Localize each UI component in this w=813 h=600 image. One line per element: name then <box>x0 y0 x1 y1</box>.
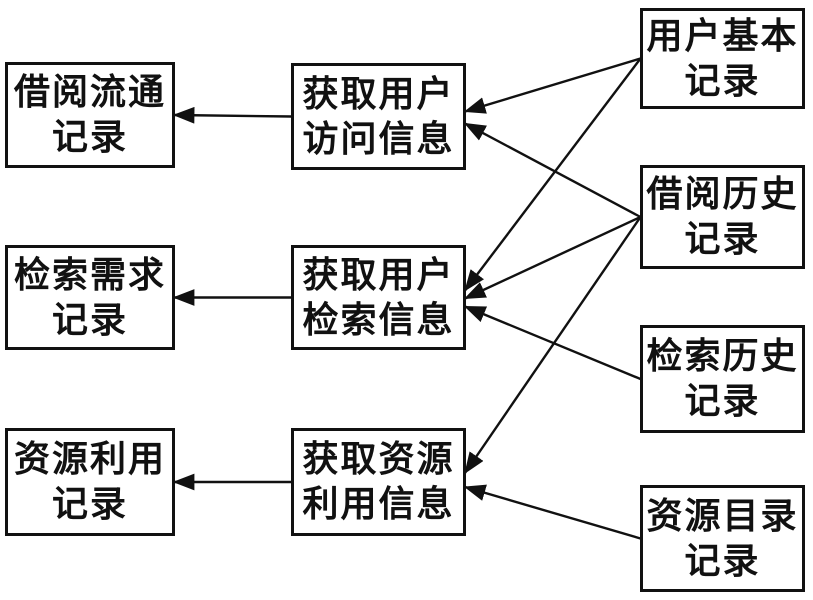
edge-group <box>172 57 642 540</box>
node-label-line: 资源利用 <box>13 439 166 479</box>
node-label-line: 记录 <box>51 299 128 340</box>
node-label-line: 记录 <box>51 117 128 157</box>
node-label-line: 检索需求 <box>13 254 166 295</box>
edge-ziyuan-mulu-jilu-to-huoqu-ziyuan-liyong <box>463 484 641 540</box>
node-label-line: 资源目录 <box>646 495 799 536</box>
node-jiansuo-xuqiu-jilu: 检索需求记录 <box>5 245 175 350</box>
node-label-line: 用户基本 <box>646 15 799 56</box>
node-ziyuan-liyong-jilu: 资源利用记录 <box>5 428 175 536</box>
node-label-line: 利用信息 <box>302 484 455 524</box>
node-label-line: 记录 <box>684 540 761 581</box>
node-label-line: 记录 <box>684 219 761 259</box>
node-label-line: 获取用户 <box>302 73 455 114</box>
node-label-line: 访问信息 <box>302 118 455 159</box>
node-label-line: 记录 <box>51 484 128 524</box>
node-jieyue-liutong-jilu: 借阅流通记录 <box>5 62 175 168</box>
node-label-line: 检索信息 <box>302 299 455 340</box>
edge-yonghu-jiben-jilu-to-huoqu-yonghu-fangwen <box>463 57 641 114</box>
edge-jieyue-lishi-jilu-to-huoqu-ziyuan-liyong <box>464 216 642 474</box>
node-huoqu-yonghu-fangwen: 获取用户访问信息 <box>291 63 466 170</box>
edge-huoqu-yonghu-fangwen-to-jieyue-liutong-jilu <box>172 106 292 124</box>
edge-jieyue-lishi-jilu-to-huoqu-yonghu-jiansuo <box>463 215 642 300</box>
edge-jieyue-lishi-jilu-to-huoqu-yonghu-fangwen <box>463 122 642 219</box>
node-huoqu-yonghu-jiansuo: 获取用户检索信息 <box>291 245 466 350</box>
node-huoqu-ziyuan-liyong: 获取资源利用信息 <box>291 428 466 536</box>
node-ziyuan-mulu-jilu: 资源目录记录 <box>640 485 805 592</box>
node-label-line: 记录 <box>684 60 761 101</box>
node-label-line: 获取用户 <box>302 254 455 295</box>
node-yonghu-jiben-jilu: 用户基本记录 <box>640 8 805 109</box>
node-label-line: 记录 <box>684 381 761 421</box>
node-label-line: 借阅流通 <box>13 72 166 112</box>
edge-jiansuo-lishi-jilu-to-huoqu-yonghu-jiansuo <box>463 305 641 381</box>
node-label-line: 检索历史 <box>646 336 799 376</box>
edge-yonghu-jiben-jilu-to-huoqu-yonghu-jiansuo <box>464 57 642 292</box>
node-jiansuo-lishi-jilu: 检索历史记录 <box>640 325 805 433</box>
node-label-line: 借阅历史 <box>646 174 799 214</box>
node-label-line: 获取资源 <box>302 439 455 479</box>
node-jieyue-lishi-jilu: 借阅历史记录 <box>640 165 805 269</box>
